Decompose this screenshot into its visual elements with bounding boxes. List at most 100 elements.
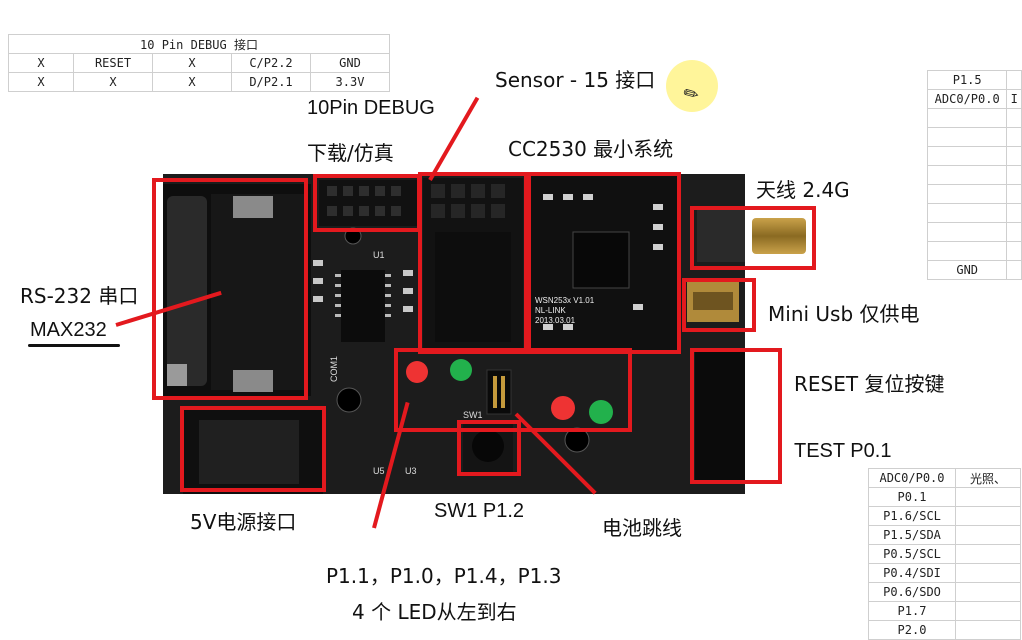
table-row: P0.6/SDO (868, 582, 1021, 602)
power-label: 5V电源接口 (190, 510, 297, 534)
antenna-label: 天线 2.4G (756, 178, 850, 202)
sensor-header-box (418, 172, 528, 354)
table-row: P1.6/SCL (868, 506, 1021, 526)
table-row: X X X D/P2.1 3.3V (8, 72, 390, 92)
table-row (926, 108, 1022, 128)
table-row (926, 146, 1022, 166)
table-cell: P0.6/SDO (868, 582, 956, 602)
max232-underline (28, 344, 120, 347)
table-row: P1.7 (868, 601, 1021, 621)
table-cell: 3.3V (310, 72, 390, 92)
cursor-highlight (666, 60, 718, 112)
reset-test-box (690, 348, 782, 484)
table-cell (955, 601, 1021, 621)
table-cell (1006, 165, 1022, 185)
table-cell: P1.6/SCL (868, 506, 956, 526)
power-jack-box (180, 406, 326, 492)
table-cell (1006, 222, 1022, 242)
table-cell: X (152, 72, 232, 92)
debug-sub-label: 下载/仿真 (307, 141, 394, 165)
board-graphic (163, 174, 745, 494)
u3-silkscreen: U3 (405, 466, 417, 476)
table-cell (955, 563, 1021, 583)
table-cell (926, 241, 1008, 261)
table-cell (1006, 70, 1022, 90)
table-cell: GND (926, 260, 1008, 280)
miniusb-label: Mini Usb 仅供电 (768, 302, 920, 326)
table-cell (955, 582, 1021, 602)
table-cell (1006, 203, 1022, 223)
battery-label: 电池跳线 (602, 516, 682, 540)
table-cell (926, 108, 1008, 128)
max232-label: MAX232 (30, 319, 107, 341)
table-row (926, 241, 1022, 261)
debug-label: 10Pin DEBUG (307, 97, 435, 119)
table-cell: D/P2.1 (231, 72, 311, 92)
table-cell: X (8, 53, 74, 73)
rs232-label: RS-232 串口 (20, 284, 139, 308)
table-row: P1.5/SDA (868, 525, 1021, 545)
pcb-board: U1 COM1 U3 U5 SW1 WSN253x V1.01 NL-LINK … (163, 174, 745, 494)
table-cell: RESET (73, 53, 153, 73)
leds-order-label: 4 个 LED从左到右 (352, 600, 517, 624)
table-cell: I (1006, 89, 1022, 109)
cc2530-box (527, 172, 681, 354)
sw1-silkscreen: SW1 (463, 410, 483, 420)
table-cell (926, 165, 1008, 185)
table-cell (1006, 146, 1022, 166)
u5-silkscreen: U5 (373, 466, 385, 476)
table-cell: P0.5/SCL (868, 544, 956, 564)
table-row: P1.5 (926, 70, 1022, 90)
table-cell: ADC0/P0.0 (926, 89, 1008, 109)
table-cell (1006, 241, 1022, 261)
debug-header-box (313, 174, 421, 232)
table-cell: GND (310, 53, 390, 73)
table-cell (926, 203, 1008, 223)
com-silkscreen: COM1 (329, 355, 340, 383)
miniusb-box (682, 278, 756, 332)
table-row: GND (926, 260, 1022, 280)
table-cell: P0.4/SDI (868, 563, 956, 583)
table-row (926, 127, 1022, 147)
u1-silkscreen: U1 (373, 250, 385, 260)
table-cell: X (152, 53, 232, 73)
table-row: P0.1 (868, 487, 1021, 507)
table-cell: P2.0 (868, 620, 956, 640)
table-row (926, 203, 1022, 223)
table-cell (955, 544, 1021, 564)
test-label: TEST P0.1 (794, 440, 892, 462)
table-cell: C/P2.2 (231, 53, 311, 73)
debug-pin-table: 10 Pin DEBUG 接口 X RESET X C/P2.2 GND X X… (8, 34, 390, 92)
reset-label: RESET 复位按键 (794, 372, 945, 396)
table-cell (926, 222, 1008, 242)
table-cell (926, 146, 1008, 166)
table-row (926, 222, 1022, 242)
table-cell: P1.5 (926, 70, 1008, 90)
table-cell (1006, 127, 1022, 147)
cc2530-label: CC2530 最小系统 (508, 137, 674, 161)
sw1-box (457, 420, 521, 476)
antenna-rod (752, 218, 806, 254)
led-box (394, 348, 632, 432)
table-cell (955, 487, 1021, 507)
table-row (926, 184, 1022, 204)
board-date-text: 2013.03.01 (535, 316, 576, 325)
table-cell (926, 127, 1008, 147)
table-cell (926, 184, 1008, 204)
table-cell: P1.7 (868, 601, 956, 621)
table-cell: 光照、 (955, 468, 1021, 488)
table-cell: X (73, 72, 153, 92)
table-row: P2.0 (868, 620, 1021, 640)
table-cell (1006, 108, 1022, 128)
table-cell: P0.1 (868, 487, 956, 507)
table-cell (955, 620, 1021, 640)
board-brand-text: NL-LINK (535, 306, 566, 315)
table-cell (955, 506, 1021, 526)
table-row: P0.4/SDI (868, 563, 1021, 583)
table-cell (955, 525, 1021, 545)
table-cell (1006, 260, 1022, 280)
sensor-label: Sensor - 15 接口 (495, 68, 656, 92)
